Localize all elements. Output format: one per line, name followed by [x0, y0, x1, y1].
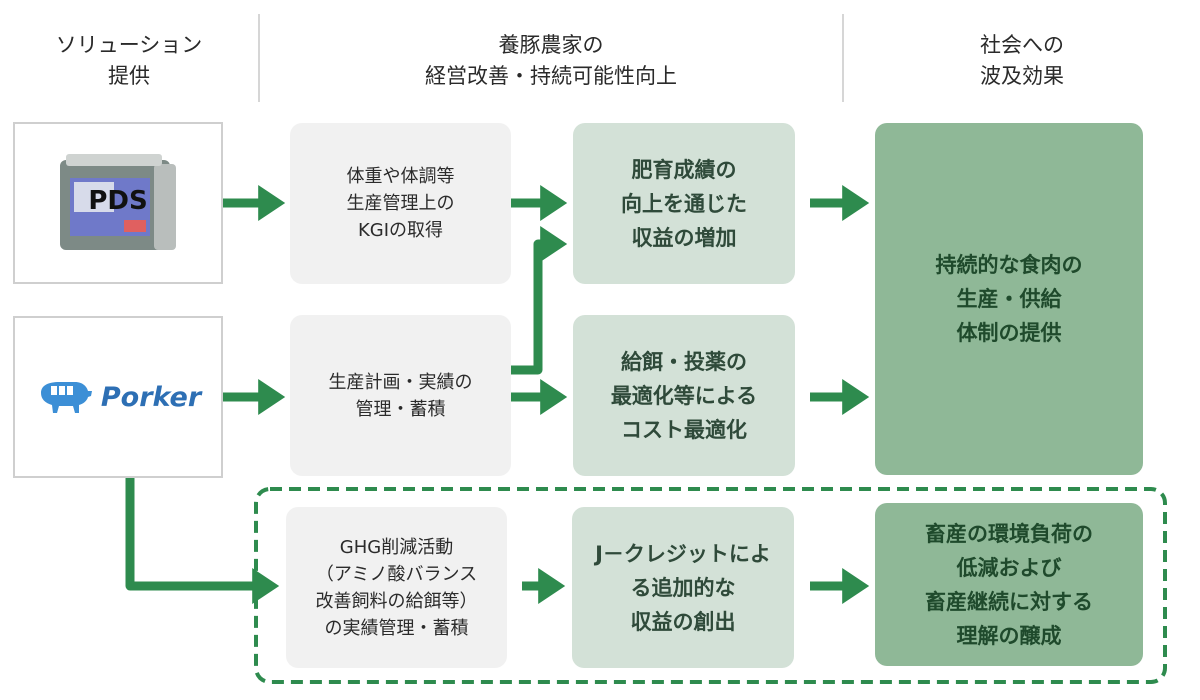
pds-label: PDS	[88, 186, 148, 216]
environmental-impact-box: 畜産の環境負荷の 低減および 畜産継続に対する 理解の醸成	[875, 503, 1143, 666]
header-farm: 養豚農家の 経営改善・持続可能性向上	[425, 33, 677, 88]
j-credit-box: J－クレジットによ る追加的な 収益の創出	[572, 507, 794, 668]
porker-label: Porker	[100, 381, 202, 413]
profit-increase-box: 肥育成績の 向上を通じた 収益の増加	[573, 123, 795, 284]
header-solution: ソリューション 提供	[55, 33, 203, 88]
sustainable-meat-supply-box: 持続的な食肉の 生産・供給 体制の提供	[875, 123, 1143, 475]
cost-optimization-box: 給餌・投薬の 最適化等による コスト最適化	[573, 315, 795, 476]
header-divider	[842, 14, 844, 102]
pds-source-box: PDS	[13, 122, 223, 284]
production-management-box: 生産計画・実績の 管理・蓄積	[290, 315, 511, 476]
pig-logo-icon	[40, 382, 92, 413]
header-society: 社会への 波及効果	[980, 33, 1064, 88]
arrow-production-to-profit	[511, 226, 568, 375]
kgi-acquisition-box: 体重や体調等 生産管理上の KGIの取得	[290, 123, 511, 284]
porker-source-box: Porker	[13, 316, 223, 478]
weighing-device-icon: PDS	[54, 148, 182, 258]
arrow-porker-to-ghg	[125, 478, 280, 604]
header-divider	[258, 14, 260, 102]
ghg-reduction-box: GHG削減活動 （アミノ酸バランス 改善飼料の給餌等） の実績管理・蓄積	[286, 507, 507, 668]
